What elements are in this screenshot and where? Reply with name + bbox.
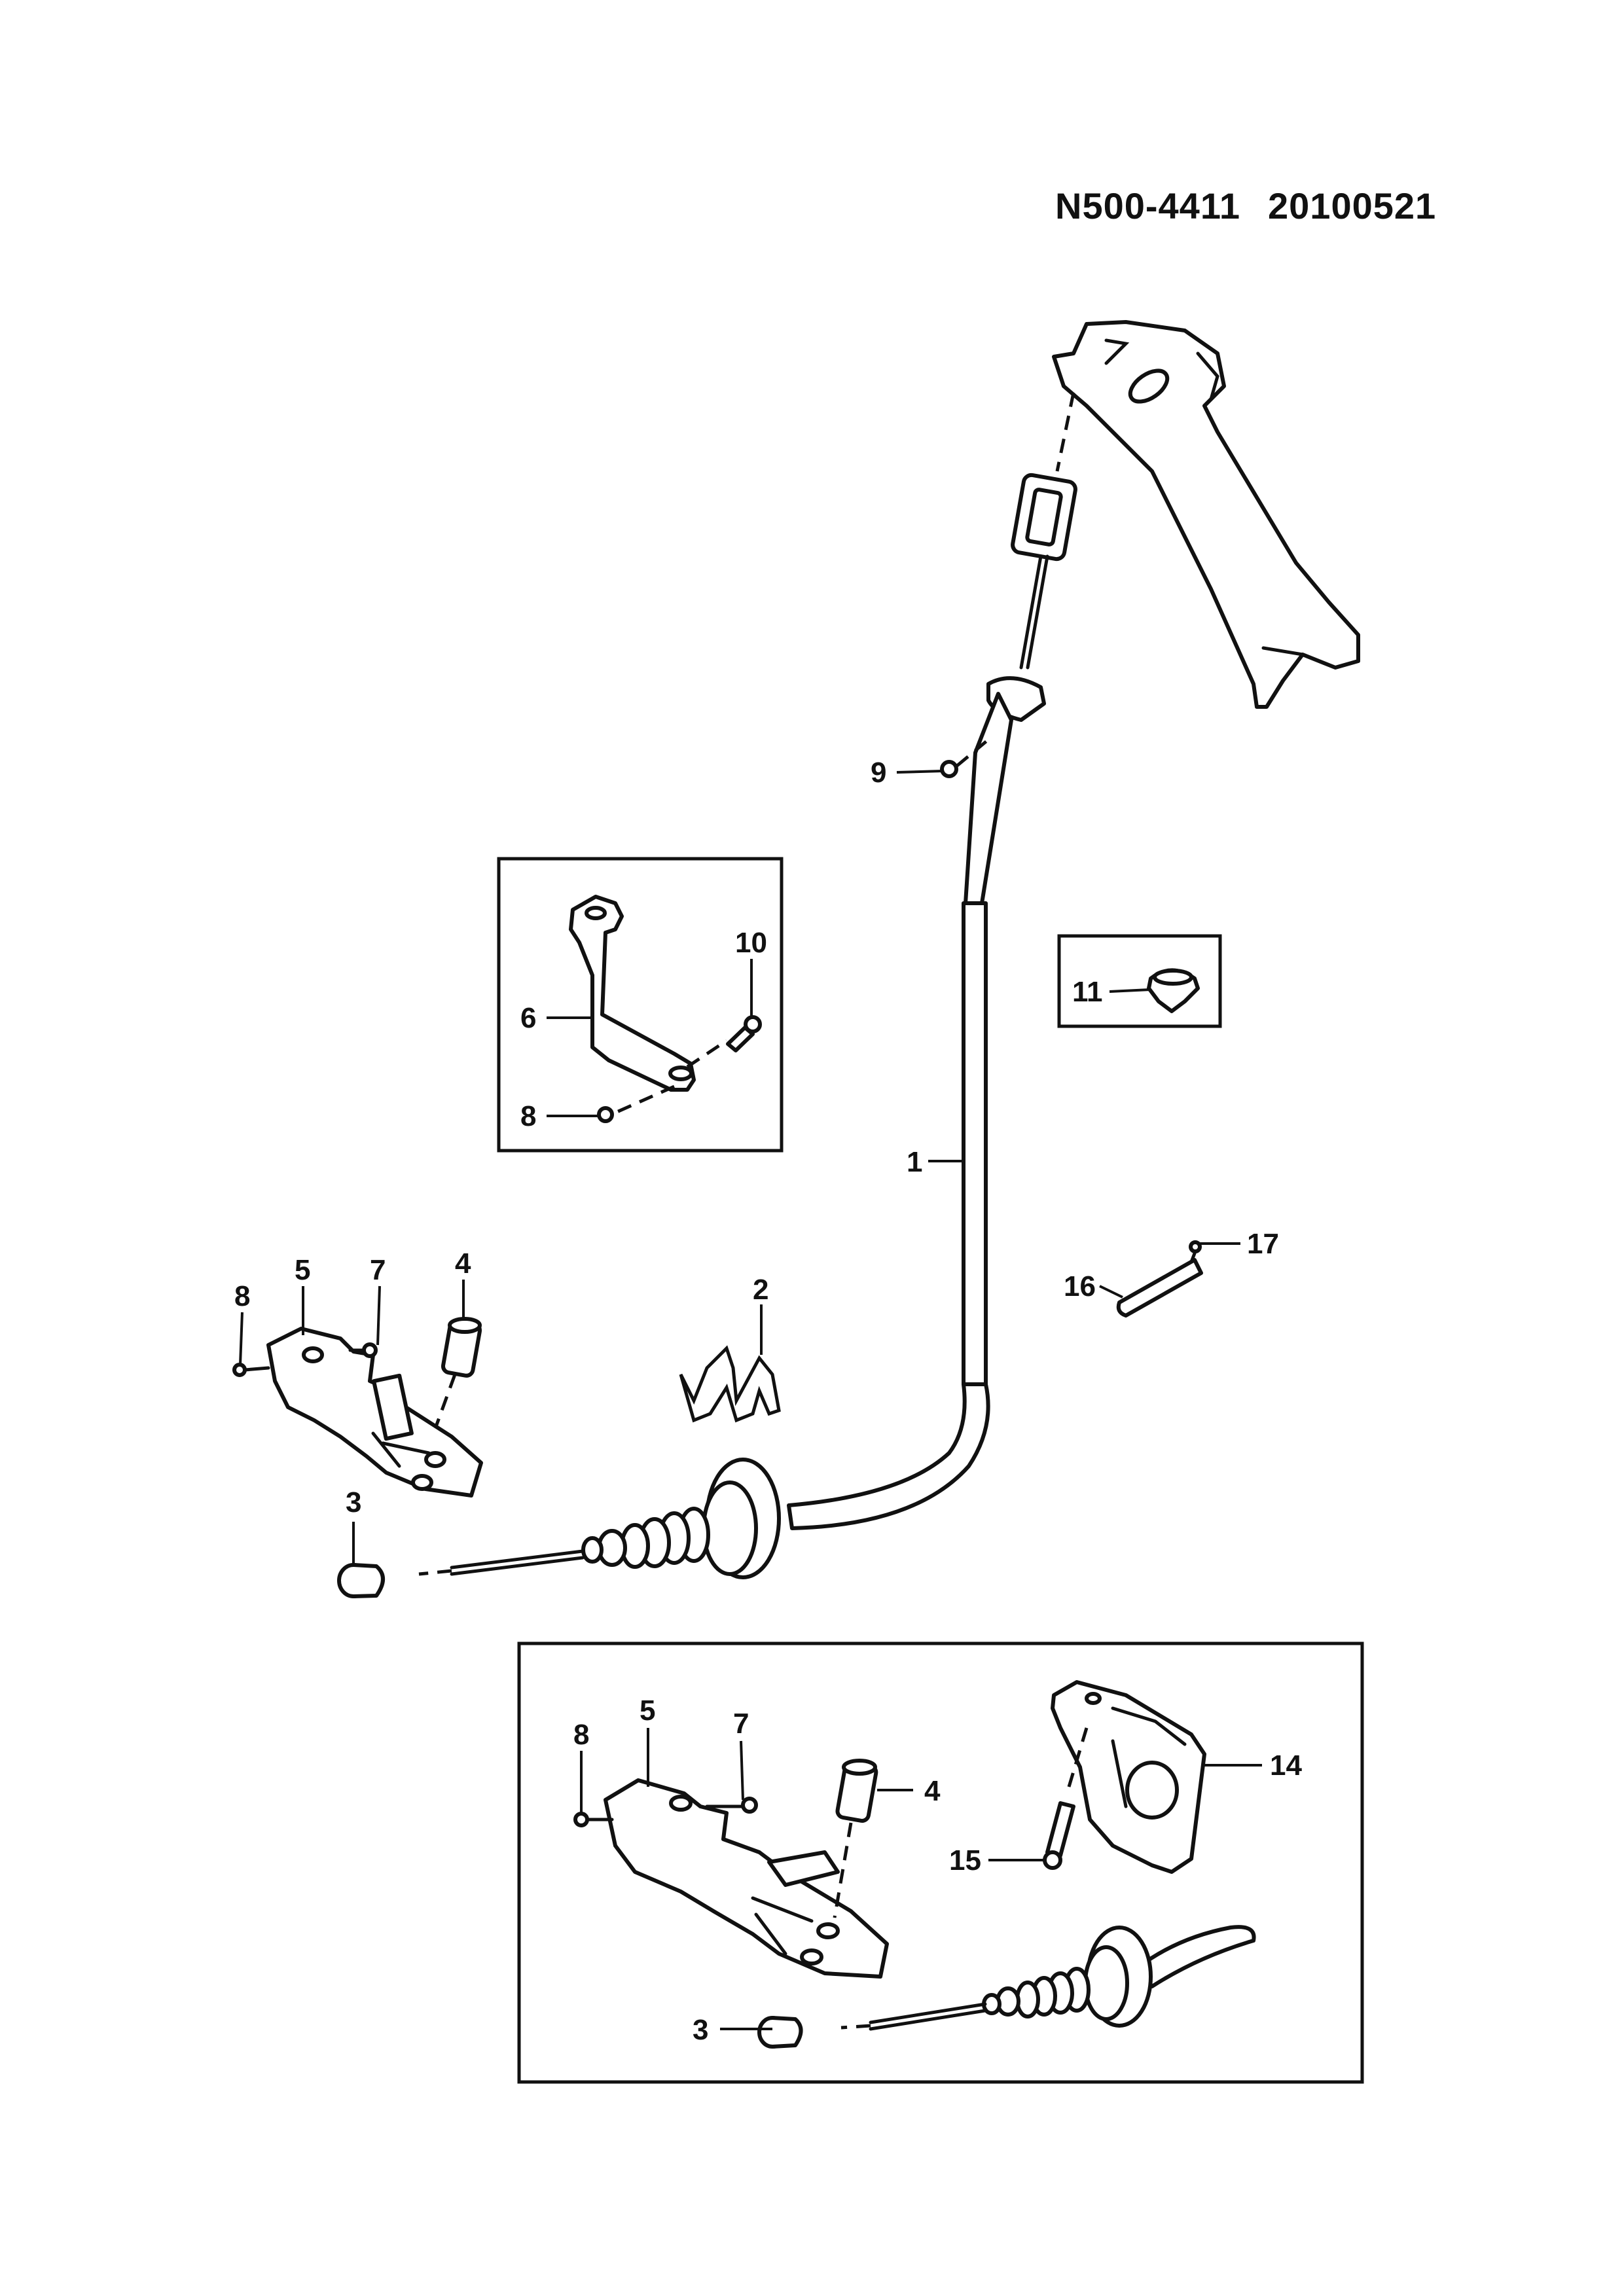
callout-8-box: 8 — [520, 1100, 536, 1132]
callout-7-main: 7 — [370, 1254, 386, 1286]
bracket-main — [232, 1327, 483, 1498]
callout-3-inset: 3 — [693, 2014, 708, 2046]
nut-9 — [940, 738, 990, 778]
pin-16 — [1116, 1240, 1203, 1318]
callout-3-main: 3 — [346, 1486, 361, 1518]
inset-bracket-6 — [497, 857, 784, 1153]
callout-14: 14 — [1270, 1749, 1302, 1782]
callout-8-main: 8 — [234, 1280, 250, 1312]
callout-10: 10 — [735, 927, 767, 959]
callout-1: 1 — [907, 1146, 922, 1178]
bushing-main — [337, 1563, 385, 1598]
callout-5-inset: 5 — [640, 1695, 655, 1727]
spring-clip — [679, 1345, 781, 1423]
leader-lines — [239, 770, 1262, 2030]
pedal-lever — [1052, 320, 1360, 709]
inset-grommet-11 — [1057, 934, 1222, 1028]
clutch-cable-assembly — [418, 392, 1077, 1579]
callout-17: 17 — [1247, 1228, 1279, 1260]
callout-7-inset: 7 — [733, 1708, 749, 1740]
callout-labels: 1 2 3 3 4 4 5 5 6 7 7 8 8 8 9 10 11 14 1… — [234, 757, 1302, 2046]
callout-4-inset: 4 — [924, 1775, 941, 1807]
callout-16: 16 — [1064, 1270, 1096, 1302]
callout-15: 15 — [949, 1844, 981, 1876]
callout-2: 2 — [753, 1274, 768, 1306]
callout-8-inset: 8 — [573, 1719, 589, 1751]
sleeve-main — [427, 1317, 482, 1447]
callout-4-main: 4 — [455, 1247, 471, 1280]
diagram-header: N500-4411 20100521 — [1055, 185, 1464, 227]
callout-6: 6 — [520, 1002, 536, 1034]
part-code: N500-4411 — [1055, 185, 1241, 226]
callout-5-main: 5 — [295, 1254, 310, 1286]
callout-11: 11 — [1072, 976, 1103, 1008]
date-code: 20100521 — [1268, 185, 1437, 226]
callout-9: 9 — [871, 757, 886, 789]
inset-alternate-assembly — [517, 1641, 1364, 2084]
